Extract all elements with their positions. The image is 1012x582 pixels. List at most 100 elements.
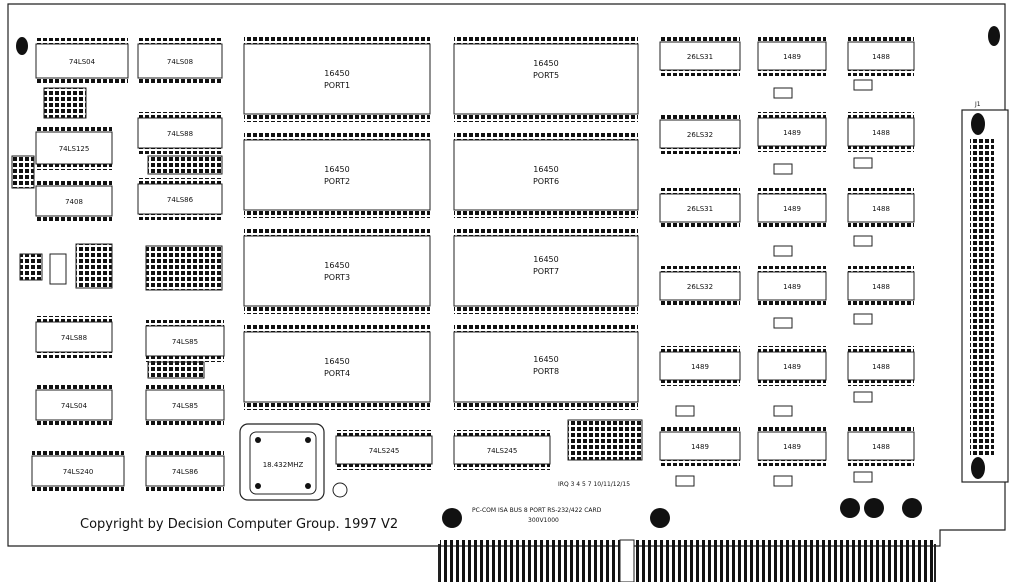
ic-chip: 1489 [757,112,827,152]
uart-label: 16450 [324,357,349,366]
chip-label: 1489 [783,205,801,213]
chip-label: 1488 [872,443,890,451]
ic-chip: 74LS04 [35,38,129,84]
ic-chip: 74LS88 [35,316,113,358]
ic-chip: 1488 [847,112,915,152]
connector-label: J1 [974,101,981,108]
ic-chip: 7408 [35,180,113,222]
crystal-oscillator: 18.432MHZ [239,423,325,501]
ic-chip: 74LS245 [453,430,551,470]
resistor-network [147,155,223,175]
db37-connector [961,109,1009,483]
uart-label: 16450 [533,255,558,264]
ic-chip: 1489 [757,426,827,466]
uart-chip: 16450 PORT4 [243,324,431,410]
chip-label: 74LS85 [172,338,198,346]
ic-chip: 74LS86 [145,450,225,492]
chip-label: 1489 [783,363,801,371]
uart-port: PORT5 [533,71,559,80]
ic-chip: 1488 [847,266,915,306]
uart-port: PORT1 [324,81,350,90]
ic-chip: 26LS31 [659,188,741,228]
product-code: 300V1000 [528,517,559,524]
ic-chip: 26LS32 [659,114,741,154]
copyright-text: Copyright by Decision Computer Group. 19… [80,517,398,532]
chip-label: 74LS08 [167,58,193,66]
ic-chip: 1489 [757,266,827,306]
chip-label: 74LS88 [61,334,87,342]
ic-chip: 74LS88 [137,112,223,154]
chip-label: 1489 [783,443,801,451]
ic-chip: 74LS245 [335,430,433,470]
electrolytic-capacitor [332,482,922,528]
chip-label: 74LS245 [487,447,518,455]
uart-label: 16450 [533,165,558,174]
uart-label: 16450 [324,69,349,78]
chip-label: 26LS31 [687,205,713,213]
jumper-block [19,243,223,291]
chip-label: 74LS240 [63,468,94,476]
board-outline [7,3,1006,547]
uart-chip: 16450 PORT3 [243,228,431,314]
ic-chip: 1488 [847,346,915,386]
product-name: PC-COM ISA BUS 8 PORT RS-232/422 CARD [472,507,602,514]
ic-chip: 1489 [757,346,827,386]
uart-port: PORT6 [533,177,559,186]
uart-chip: 16450 PORT8 [453,324,639,410]
chip-label: 1489 [783,53,801,61]
ic-chip: 74LS240 [31,450,125,492]
ic-chip: 1489 [659,426,741,466]
chip-label: 1489 [691,363,709,371]
uart-port: PORT2 [324,177,350,186]
uart-label: 16450 [324,261,349,270]
uart-chip: 16450 PORT6 [453,132,639,218]
chip-label: 7408 [65,198,83,206]
chip-label: 1488 [872,283,890,291]
chip-label: 74LS04 [69,58,96,66]
chip-label: 74LS04 [61,402,88,410]
irq-jumper-block [567,419,643,461]
ic-chip: 74LS125 [35,126,113,170]
uart-port: PORT3 [324,273,350,282]
chip-label: 1489 [783,283,801,291]
uart-port: PORT8 [533,367,559,376]
edge-connector [438,539,936,582]
chip-label: 74LS86 [172,468,199,476]
ic-chip: 26LS32 [659,266,741,306]
ic-chip: 1488 [847,426,915,466]
uart-chip: 16450 PORT7 [453,228,639,314]
uart-label: 16450 [324,165,349,174]
uart-chip: 16450 PORT5 [453,36,639,122]
uart-chip: 16450 PORT1 [243,36,431,122]
uart-port: PORT7 [533,267,559,276]
ic-chip: 1488 [847,36,915,76]
resistor [675,79,873,487]
uart-label: 16450 [533,355,558,364]
chip-label: 1489 [783,129,801,137]
chip-label: 26LS31 [687,53,713,61]
chip-label: 74LS86 [167,196,194,204]
chip-label: 74LS125 [59,145,90,153]
ic-chip: 1489 [757,36,827,76]
ic-chip: 74LS08 [137,38,223,84]
ic-chip: 74LS04 [35,384,113,426]
chip-label: 1488 [872,205,890,213]
chip-label: 1489 [691,443,709,451]
uart-chip: 16450 PORT2 [243,132,431,218]
chip-label: 18.432MHZ [263,461,304,469]
chip-label: 1488 [872,363,890,371]
chip-label: 1488 [872,129,890,137]
ic-chip: 1489 [659,346,741,386]
mounting-hole [16,26,1000,55]
jumper-block [11,87,87,189]
resistor-network [147,361,205,379]
irq-label: IRQ 3 4 5 7 10/11/12/15 [558,481,630,488]
ic-chip: 74LS85 [145,384,225,426]
ic-chip: 1488 [847,188,915,228]
uart-label: 16450 [533,59,558,68]
uart-port: PORT4 [324,369,350,378]
ic-chip: 74LS85 [145,320,225,362]
chip-label: 26LS32 [687,283,713,291]
